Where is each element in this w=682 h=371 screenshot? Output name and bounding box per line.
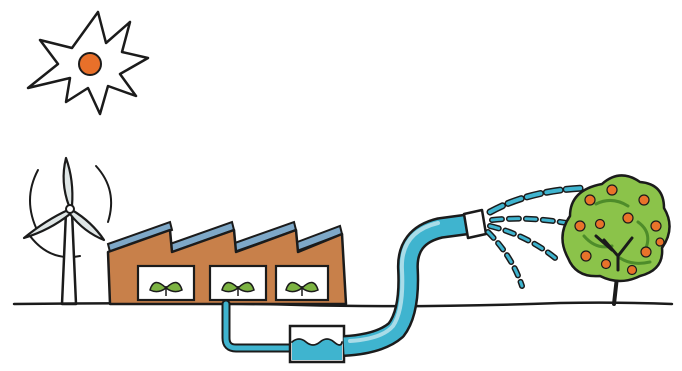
fruit (623, 213, 633, 223)
fruit (641, 247, 651, 257)
water-pipe (226, 304, 292, 348)
fruit-tree-icon (562, 175, 669, 304)
fruit (656, 238, 664, 246)
fruit (607, 185, 617, 195)
sun-core (79, 53, 101, 75)
fruit (596, 220, 605, 229)
fruit (639, 195, 649, 205)
fruit (575, 221, 585, 231)
greenhouse-factory (108, 222, 346, 304)
fruit (585, 195, 595, 205)
hose (344, 210, 486, 346)
fruit (581, 251, 591, 261)
sun-icon (28, 12, 148, 114)
hose-nozzle (464, 210, 486, 238)
fruit (628, 266, 637, 275)
fruit (651, 221, 661, 231)
fruit (602, 260, 611, 269)
wind-turbine-icon (24, 158, 111, 304)
water-tank-icon (290, 326, 344, 362)
